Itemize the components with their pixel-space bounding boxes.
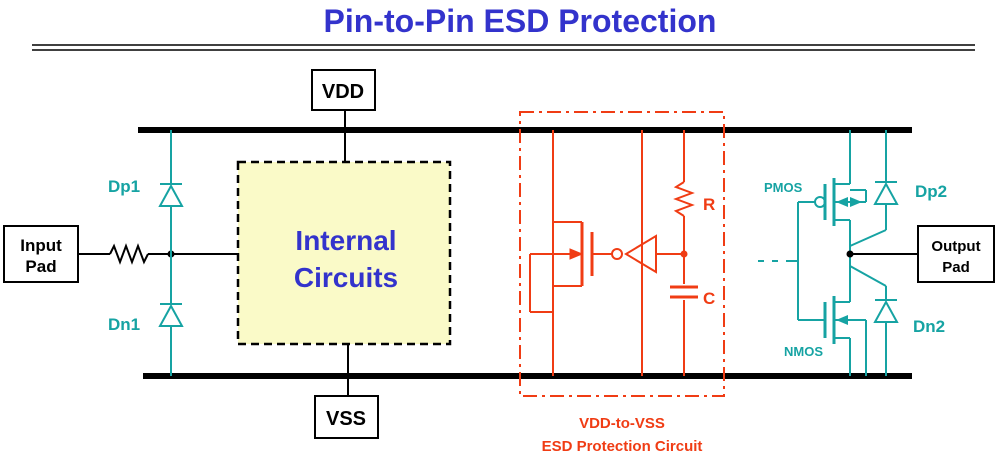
internal-label-line1: Internal bbox=[295, 225, 396, 256]
nmos-label: NMOS bbox=[784, 344, 823, 359]
vss-label-box: VSS bbox=[314, 395, 379, 439]
internal-label-line2: Circuits bbox=[294, 262, 398, 293]
page-title: Pin-to-Pin ESD Protection bbox=[324, 3, 717, 39]
input-pad-label-line1: Input bbox=[20, 236, 62, 255]
c-label: C bbox=[703, 289, 715, 308]
input-pad: Input Pad bbox=[3, 225, 79, 283]
output-pad: Output Pad bbox=[917, 225, 995, 283]
diode-dp1 bbox=[158, 130, 184, 254]
vss-label: VSS bbox=[326, 408, 366, 430]
r-label: R bbox=[703, 195, 715, 214]
vdd-label: VDD bbox=[322, 81, 364, 103]
pmos-label: PMOS bbox=[764, 180, 803, 195]
output-pad-label-line2: Pad bbox=[942, 259, 970, 276]
dn2-label: Dn2 bbox=[913, 317, 945, 336]
input-resistor bbox=[78, 243, 238, 265]
output-pad-label-line1: Output bbox=[931, 238, 980, 255]
input-pad-label-line2: Pad bbox=[25, 257, 56, 276]
vdd-label-box: VDD bbox=[311, 69, 376, 111]
dp1-label: Dp1 bbox=[108, 177, 140, 196]
esd-caption-line1: VDD-to-VSS bbox=[579, 415, 665, 432]
esd-clamp-circuit bbox=[519, 111, 725, 397]
internal-circuits-block: Internal Circuits bbox=[236, 130, 452, 376]
diode-dn1 bbox=[158, 254, 184, 376]
dp2-label: Dp2 bbox=[915, 182, 947, 201]
dn1-label: Dn1 bbox=[108, 315, 140, 334]
esd-caption-line2: ESD Protection Circuit bbox=[542, 438, 703, 455]
